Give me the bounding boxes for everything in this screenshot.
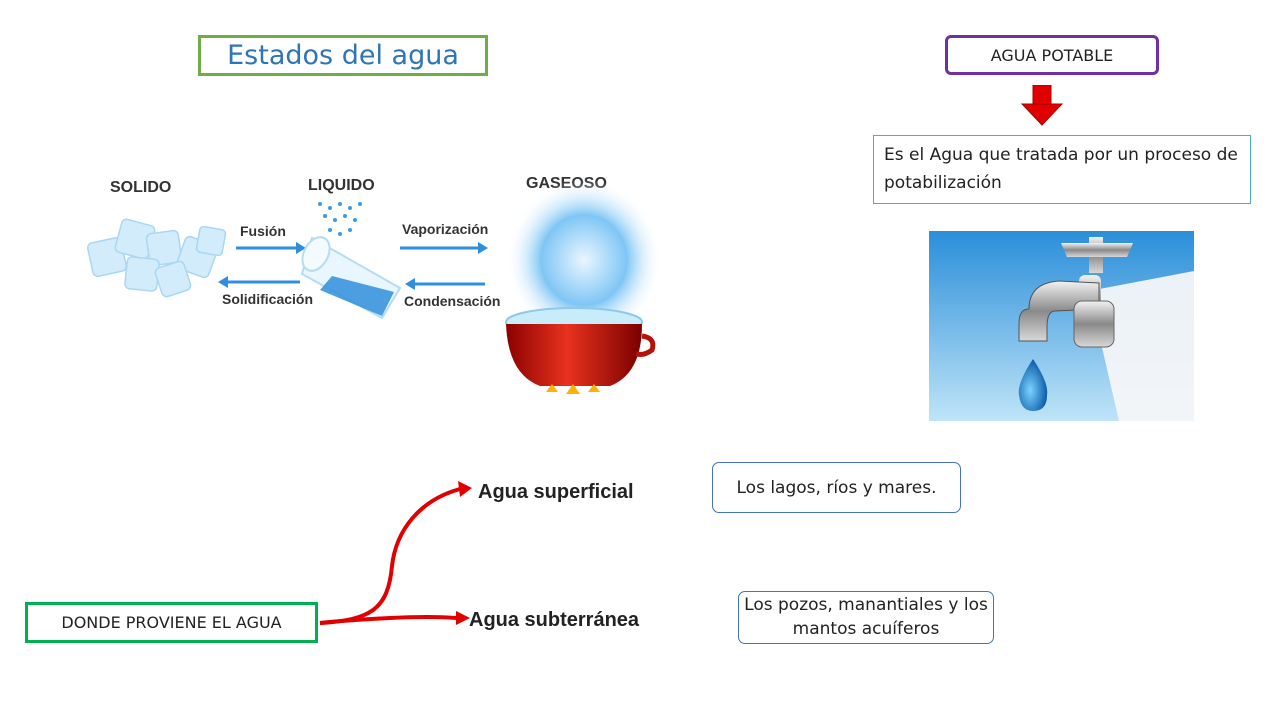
potable-water-description-text: Es el Agua que tratada por un proceso de… xyxy=(884,145,1238,193)
water-origin-box: DONDE PROVIENE EL AGUA xyxy=(25,602,318,643)
underground-water-label: Agua subterránea xyxy=(469,609,640,631)
faucet-water-drop-illustration xyxy=(929,231,1194,421)
water-origin-title: DONDE PROVIENE EL AGUA xyxy=(61,613,282,632)
arrow-to-underground-icon xyxy=(319,611,470,625)
solidification-arrow-icon xyxy=(218,276,300,288)
underground-water-description-text: Los pozos, manantiales y los mantos acuí… xyxy=(744,594,988,639)
solid-label: SOLIDO xyxy=(110,179,171,196)
fusion-arrow-icon xyxy=(236,242,306,254)
potable-water-title: AGUA POTABLE xyxy=(990,45,1114,65)
liquid-label: LIQUIDO xyxy=(308,177,375,194)
steam-cloud-icon xyxy=(506,178,662,342)
arrow-to-surface-icon xyxy=(319,481,472,625)
surface-water-label: Agua superficial xyxy=(478,481,634,503)
title-box: Estados del agua xyxy=(198,35,488,76)
cooking-pot-icon xyxy=(505,307,656,394)
vaporization-arrow-icon xyxy=(400,242,488,254)
condensation-arrow-icon xyxy=(405,278,485,290)
potable-water-description: Es el Agua que tratada por un proceso de… xyxy=(873,135,1251,204)
surface-water-description-text: Los lagos, ríos y mares. xyxy=(736,477,937,498)
underground-water-description: Los pozos, manantiales y los mantos acuí… xyxy=(738,591,994,644)
solidification-label: Solidificación xyxy=(222,291,313,307)
potable-water-box: AGUA POTABLE xyxy=(945,35,1159,75)
vaporization-label: Vaporización xyxy=(402,221,488,237)
water-states-illustration: SOLIDO LIQUIDO GASEOSO Fusión Solidifica… xyxy=(87,175,662,394)
water-glass-icon xyxy=(300,202,402,320)
condensation-label: Condensación xyxy=(404,293,500,309)
flow-arrows xyxy=(319,481,472,625)
ice-cubes-icon xyxy=(87,218,227,298)
arrow-down-icon xyxy=(1021,85,1063,126)
page-title: Estados del agua xyxy=(227,40,459,71)
fusion-label: Fusión xyxy=(240,223,286,239)
surface-water-description: Los lagos, ríos y mares. xyxy=(712,462,961,513)
